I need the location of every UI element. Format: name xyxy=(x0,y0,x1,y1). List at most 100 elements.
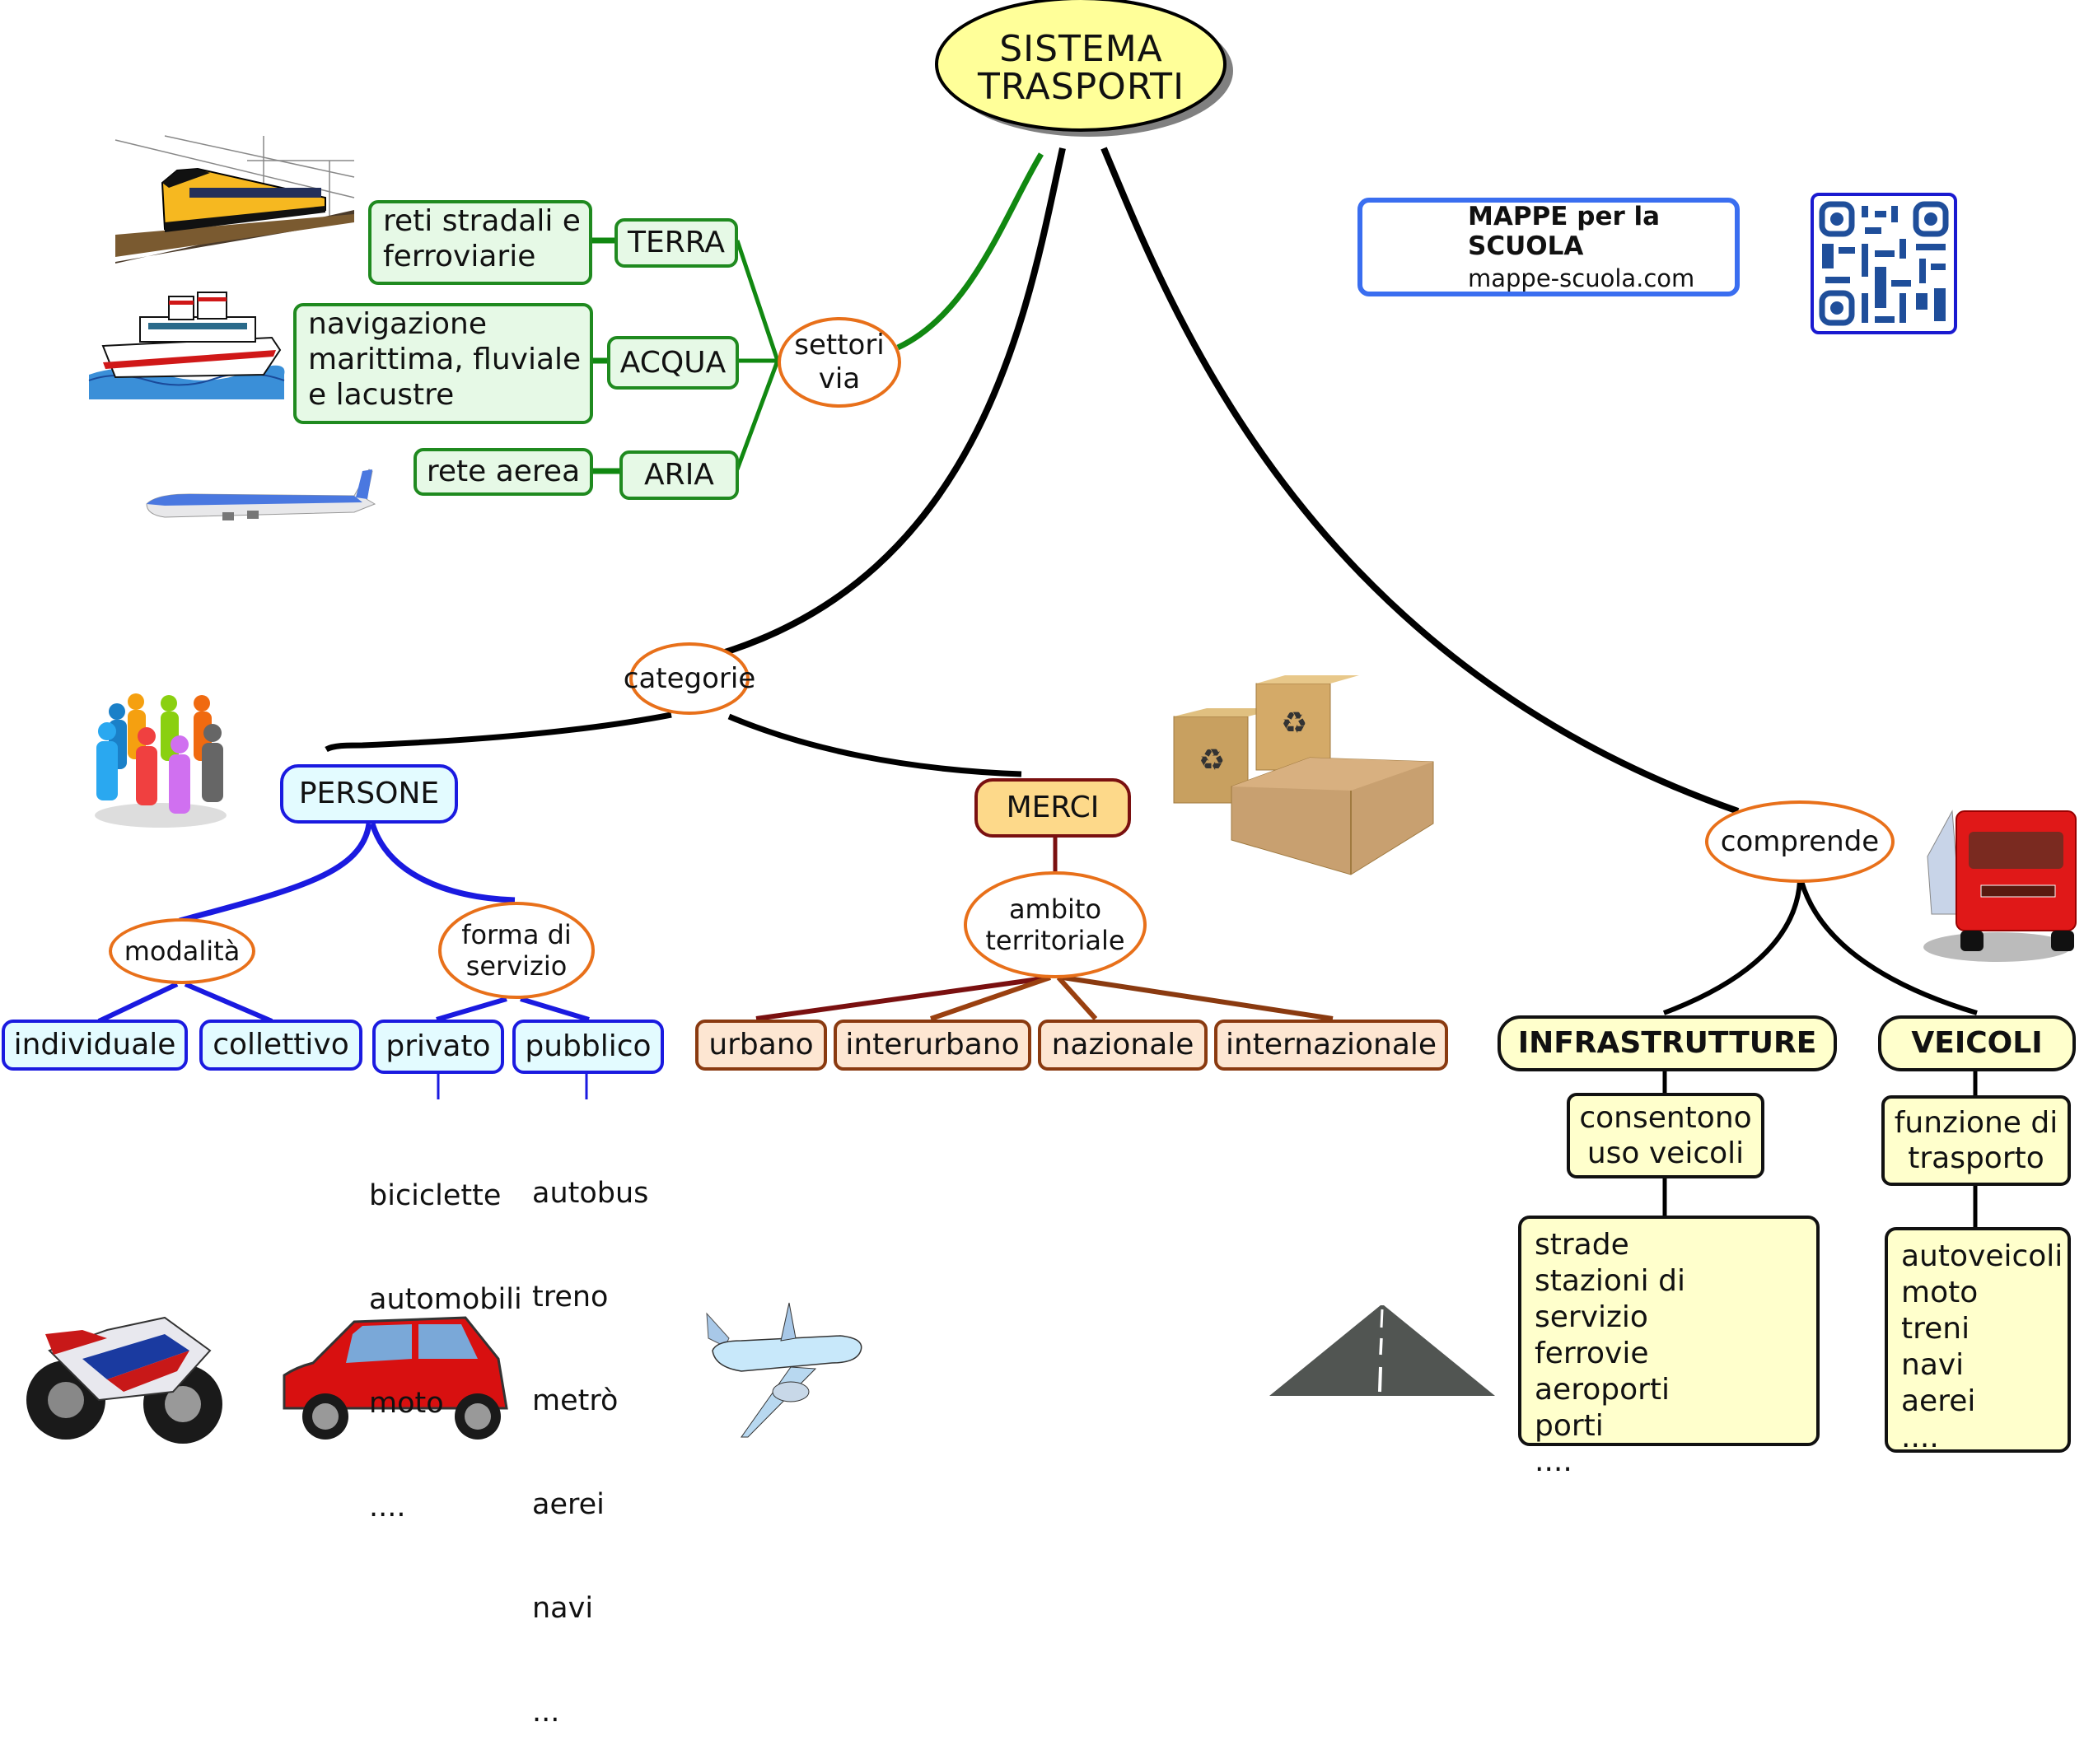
root-title-line1: SISTEMA xyxy=(999,27,1163,70)
airplane-icon xyxy=(146,469,376,520)
link-ambito-interurbano xyxy=(930,975,1051,1021)
branding-url[interactable]: mappe-scuola.com xyxy=(1468,264,1695,292)
sector-aria-description: rete aerea xyxy=(414,448,593,496)
sector-acqua-description: navigazione marittima, fluviale e lacust… xyxy=(293,303,593,424)
comprende-node: comprende xyxy=(1705,800,1895,883)
nazionale-label: nazionale xyxy=(1051,1028,1194,1062)
example-item: ... xyxy=(532,1696,560,1729)
individuale-label: individuale xyxy=(13,1028,176,1062)
example-item: autobus xyxy=(532,1177,649,1210)
link-root-categorie xyxy=(723,147,1066,656)
cardboard-boxes-icon: ♻ ♻ xyxy=(1173,675,1434,875)
link-ambito-nazionale xyxy=(1056,975,1098,1021)
link-ambito-internazionale xyxy=(1062,975,1334,1021)
sector-terra: TERRA xyxy=(614,218,738,268)
train-icon xyxy=(114,135,355,264)
sector-terra-description: reti stradali e ferroviarie xyxy=(368,200,592,285)
privato-label: privato xyxy=(385,1029,491,1064)
branding-title: MAPPE per la SCUOLA xyxy=(1468,202,1661,261)
acqua-desc-line: navigazione xyxy=(308,307,487,341)
modalita-node: modalità xyxy=(109,918,255,984)
motorcycle-icon xyxy=(26,1316,222,1444)
ambito-urbano: urbano xyxy=(695,1020,827,1071)
persone-label: PERSONE xyxy=(298,777,440,811)
persone-node: PERSONE xyxy=(280,764,458,824)
categorie-label: categorie xyxy=(623,661,756,695)
example-item: biciclette xyxy=(369,1179,502,1212)
ambito-nazionale: nazionale xyxy=(1038,1020,1208,1071)
link-forma-pubblico xyxy=(520,996,590,1022)
forma-privato: privato xyxy=(372,1020,504,1074)
internazionale-label: internazionale xyxy=(1225,1028,1437,1062)
interurbano-label: interurbano xyxy=(845,1028,1020,1062)
infra-item: .... xyxy=(1535,1444,1572,1479)
recycle-glyph: ♻ xyxy=(1281,707,1307,740)
link-settori-aria xyxy=(735,360,780,470)
recycle-glyph: ♻ xyxy=(1199,744,1225,777)
example-item: treno xyxy=(532,1281,609,1314)
settori-label-line2: via xyxy=(818,362,861,395)
veicoli-label: VEICOLI xyxy=(1911,1026,2043,1061)
ambito-interurbano: interurbano xyxy=(834,1020,1031,1071)
infrastrutture-node: INFRASTRUTTURE xyxy=(1498,1015,1837,1071)
forma-label-line1: forma di xyxy=(461,918,572,950)
link-persone-forma xyxy=(369,822,516,903)
pubblico-examples: autobus treno metrò aerei navi ... xyxy=(532,1107,648,1764)
infrastrutture-list: strade stazioni di servizio ferrovie aer… xyxy=(1518,1216,1820,1478)
link-persone-modalita xyxy=(179,823,372,924)
link-comprende-infrastrutture xyxy=(1662,880,1802,1015)
acqua-desc-line: e lacustre xyxy=(308,378,455,413)
terra-desc-line: ferroviarie xyxy=(383,240,536,274)
veicoli-item: autoveicoli xyxy=(1901,1239,2063,1273)
road-icon xyxy=(1269,1305,1495,1396)
merci-label: MERCI xyxy=(1006,791,1100,825)
jet-airplane-icon xyxy=(706,1302,862,1438)
veicoli-list: autoveicoli moto treni navi aerei .... xyxy=(1885,1227,2071,1454)
comprende-label: comprende xyxy=(1720,824,1880,858)
infrastrutture-label: INFRASTRUTTURE xyxy=(1517,1026,1817,1061)
veicoli-note: funzione di trasporto xyxy=(1881,1095,2071,1186)
truck-icon xyxy=(1923,810,2077,962)
sector-acqua-label: ACQUA xyxy=(619,345,727,380)
terra-desc-line: reti stradali e xyxy=(383,204,581,238)
ship-icon xyxy=(88,292,285,399)
link-modalita-individuale xyxy=(97,982,179,1024)
infra-item: porti xyxy=(1535,1408,1604,1443)
aria-desc-line: rete aerea xyxy=(426,455,581,489)
link-root-settori xyxy=(896,152,1044,351)
urbano-label: urbano xyxy=(708,1028,814,1062)
link-modalita-collettivo xyxy=(184,982,273,1024)
root-node: SISTEMA TRASPORTI xyxy=(939,27,1223,106)
infra-note-line: uso veicoli xyxy=(1586,1136,1745,1170)
example-item: metrò xyxy=(532,1384,619,1417)
sector-terra-label: TERRA xyxy=(628,226,725,260)
merci-node: MERCI xyxy=(974,778,1131,838)
veicoli-item: .... xyxy=(1901,1420,1939,1454)
veicoli-node: VEICOLI xyxy=(1878,1015,2076,1071)
example-item: aerei xyxy=(532,1488,605,1521)
modalita-individuale: individuale xyxy=(2,1020,188,1071)
link-root-comprende xyxy=(1100,147,1740,814)
veicoli-item: treni xyxy=(1901,1311,1970,1346)
settori-via-node: settori via xyxy=(778,317,901,408)
acqua-desc-line: marittima, fluviale xyxy=(308,343,582,377)
pubblico-label: pubblico xyxy=(525,1029,652,1064)
branding-badge[interactable]: MAPPE per la SCUOLA mappe-scuola.com xyxy=(1357,198,1740,296)
ambito-label-line2: territoriale xyxy=(985,925,1125,956)
settori-label-line1: settori xyxy=(794,329,885,362)
qr-code xyxy=(1811,193,1957,334)
privato-examples: biciclette automobili moto .... xyxy=(369,1109,522,1559)
link-comprende-veicoli xyxy=(1799,880,1978,1015)
sector-aria-label: ARIA xyxy=(644,458,714,492)
ambito-territoriale-node: ambito territoriale xyxy=(964,871,1147,978)
forma-servizio-node: forma di servizio xyxy=(438,902,595,999)
example-item: navi xyxy=(532,1592,594,1625)
ambito-internazionale: internazionale xyxy=(1214,1020,1448,1071)
forma-pubblico: pubblico xyxy=(512,1020,664,1074)
infra-item: strade xyxy=(1535,1228,1629,1262)
veicoli-note-line: trasporto xyxy=(1908,1141,2044,1175)
veicoli-item: navi xyxy=(1901,1347,1965,1382)
infra-item: aeroporti xyxy=(1535,1372,1670,1407)
root-node-shape xyxy=(935,0,1227,132)
example-item: moto xyxy=(369,1387,444,1420)
